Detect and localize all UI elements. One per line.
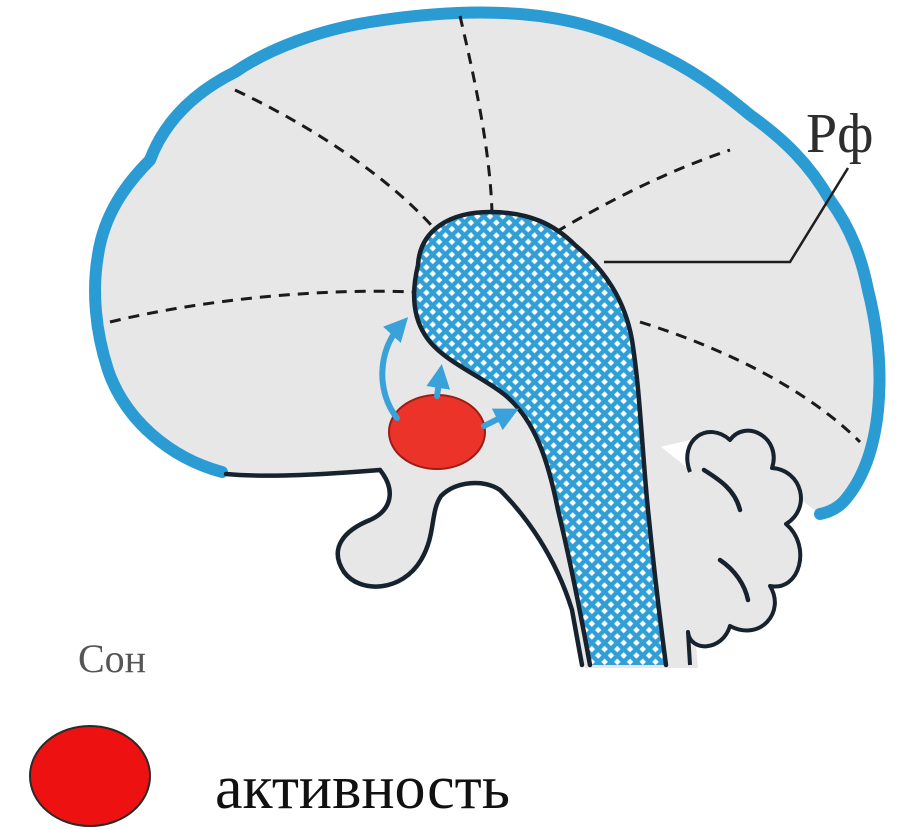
legend-label: активность xyxy=(215,754,510,822)
rf-label: Рф xyxy=(806,103,873,165)
pituitary-region xyxy=(338,470,500,587)
arrow-up xyxy=(437,376,440,396)
active-nucleus xyxy=(389,395,485,469)
legend: активность xyxy=(30,726,510,826)
state-label: Сон xyxy=(78,636,146,681)
legend-marker xyxy=(30,726,150,826)
